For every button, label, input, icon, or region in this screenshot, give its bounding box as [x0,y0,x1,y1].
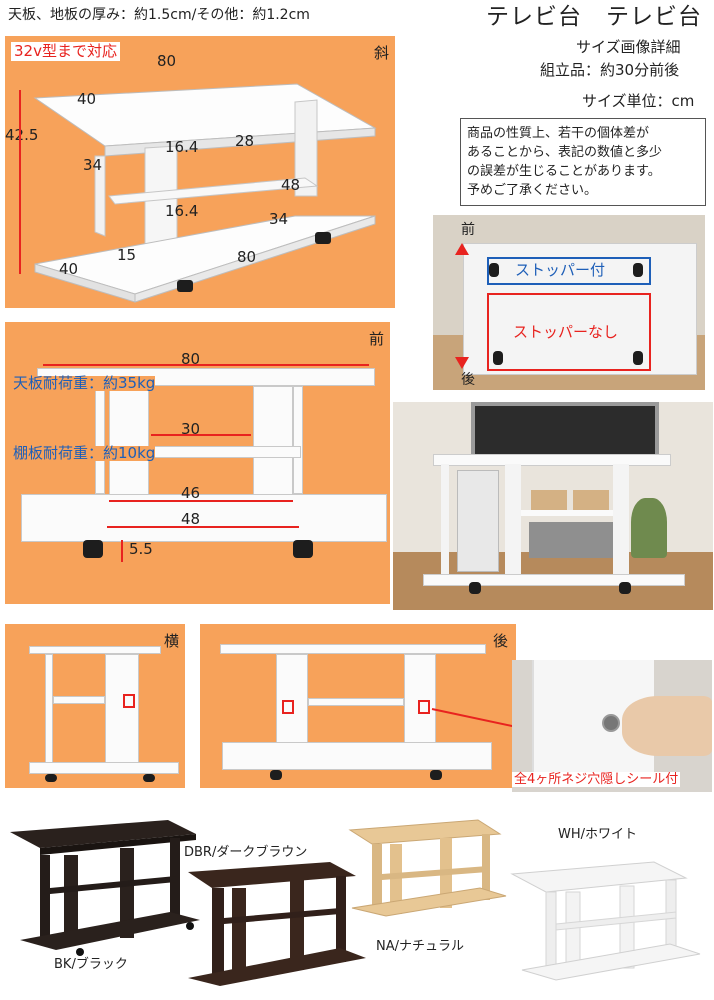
dim-inner-width: 46 [181,484,201,502]
view-label: 前 [368,330,384,348]
dim-total-height: 42.5 [5,126,39,144]
perspective-furniture-drawing [33,83,377,303]
dim-shelf-width: 48 [281,176,301,194]
dim-inner-width: 34 [269,210,289,228]
assembly-time: 組立品：約30分前後 [540,61,680,79]
tv-size-badge: 32v型まで対応 [11,42,120,61]
dim-side-height: 34 [83,156,103,174]
seal-caption: 全4ヶ所ネジ穴隠しシール付 [512,772,681,787]
front-diagram: 前 80 天板耐荷重：約35kg 30 棚板耐荷重：約10kg 46 48 5.… [5,322,390,604]
disclaimer-line: の誤差が生じることがあります。 [467,164,661,179]
dim-top-width: 80 [157,52,177,70]
shelf-load-capacity: 棚板耐荷重：約10kg [13,444,156,462]
view-label: 斜 [373,44,389,62]
stopper-without-label: ストッパーなし [513,323,619,341]
disclaimer-line: あることから、表記の数値と多少 [467,145,663,160]
screw-hole-marker [123,694,135,708]
disclaimer-line: 商品の性質上、若干の個体差が [467,126,650,141]
stopper-front-label: 前 [461,222,475,238]
disclaimer-line: 予めご了承ください。 [467,183,598,198]
view-label: 横 [163,632,179,650]
color-label-dbr: DBR/ダークブラウン [184,845,308,860]
arrow-up-icon [455,243,469,255]
subtitle: サイズ画像詳細 [576,38,681,56]
dim-top-depth: 40 [77,90,97,108]
stopper-with-label: ストッパー付 [515,261,606,279]
page-title: テレビ台 テレビ台 [486,4,702,30]
top-load-capacity: 天板耐荷重：約35kg [13,374,156,392]
dim-shelf-depth: 28 [235,132,255,150]
dim-bottom-width: 48 [181,510,201,528]
stopper-photo: 前 後 ストッパー付 ストッパーなし [433,215,705,390]
dim-bottom-width: 80 [237,248,257,266]
size-unit: サイズ単位：cm [582,92,695,110]
arrow-down-icon [455,357,469,369]
room-photo [393,402,713,610]
dim-top-width: 80 [181,350,201,368]
color-variants-drawing [10,819,701,986]
disclaimer-box: 商品の性質上、若干の個体差が あることから、表記の数値と多少 の誤差が生じること… [460,118,706,206]
view-label: 後 [492,632,508,650]
stopper-back-label: 後 [461,372,475,388]
dim-wheel-height: 5.5 [129,540,153,558]
perspective-diagram: 32v型まで対応 斜 80 40 42.5 34 16.4 16.4 28 48… [5,36,395,308]
dim-bottom-depth: 40 [59,260,79,278]
dim-shelf-width: 30 [181,420,201,438]
dim-leg-width: 15 [117,246,137,264]
screw-hole-marker [418,700,430,714]
side-diagram: 横 [5,624,185,788]
color-label-bk: BK/ブラック [54,957,128,972]
color-label-wh: WH/ホワイト [558,827,638,842]
thickness-note: 天板、地板の厚み：約1.5cm/その他：約1.2cm [8,7,310,23]
color-label-na: NA/ナチュラル [376,939,464,954]
back-diagram: 後 [200,624,516,788]
seal-closeup-photo: 全4ヶ所ネジ穴隠しシール付 [512,660,712,792]
screw-hole-marker [282,700,294,714]
dim-lower-height: 16.4 [165,202,199,220]
dim-upper-height: 16.4 [165,138,199,156]
